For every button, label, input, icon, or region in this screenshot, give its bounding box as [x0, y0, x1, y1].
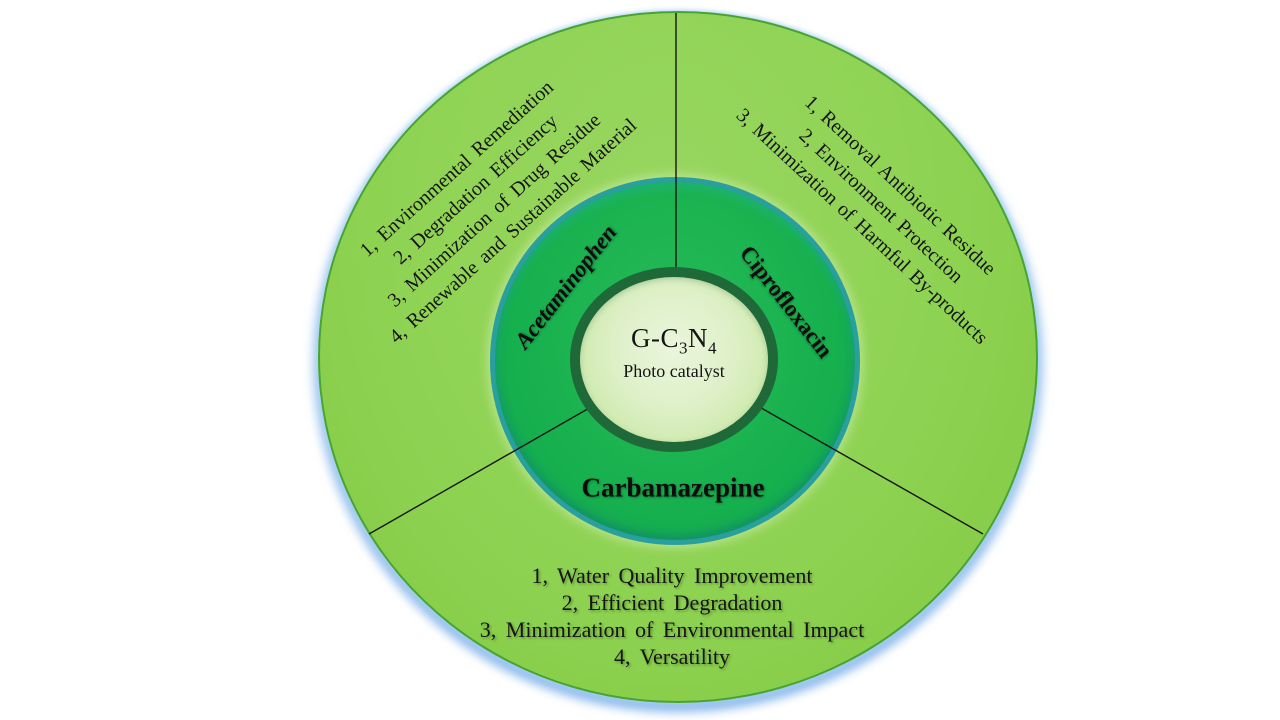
- center-catalyst-circle: G-C3N4 Photo catalyst: [570, 267, 778, 452]
- catalyst-formula: G-C3N4: [623, 323, 725, 358]
- formula-subscript-3: 3: [679, 338, 688, 358]
- formula-text: G-C: [631, 322, 679, 353]
- formula-text-n: N: [688, 322, 708, 353]
- sector-line: 2, Efficient Degradation: [561, 590, 783, 615]
- center-content: G-C3N4 Photo catalyst: [623, 323, 725, 382]
- photo-catalyst-label: Photo catalyst: [623, 361, 725, 382]
- formula-subscript-4: 4: [708, 338, 717, 358]
- sector-line: 1, Water Quality Improvement: [531, 563, 813, 588]
- drug-label-carbamazepine: Carbamazepine: [581, 472, 765, 503]
- sector-line: 4, Versatility: [613, 644, 731, 669]
- sector-line: 3, Minimization of Environmental Impact: [479, 617, 865, 642]
- sector-text-bottom: 1, Water Quality Improvement 2, Efficien…: [480, 562, 864, 670]
